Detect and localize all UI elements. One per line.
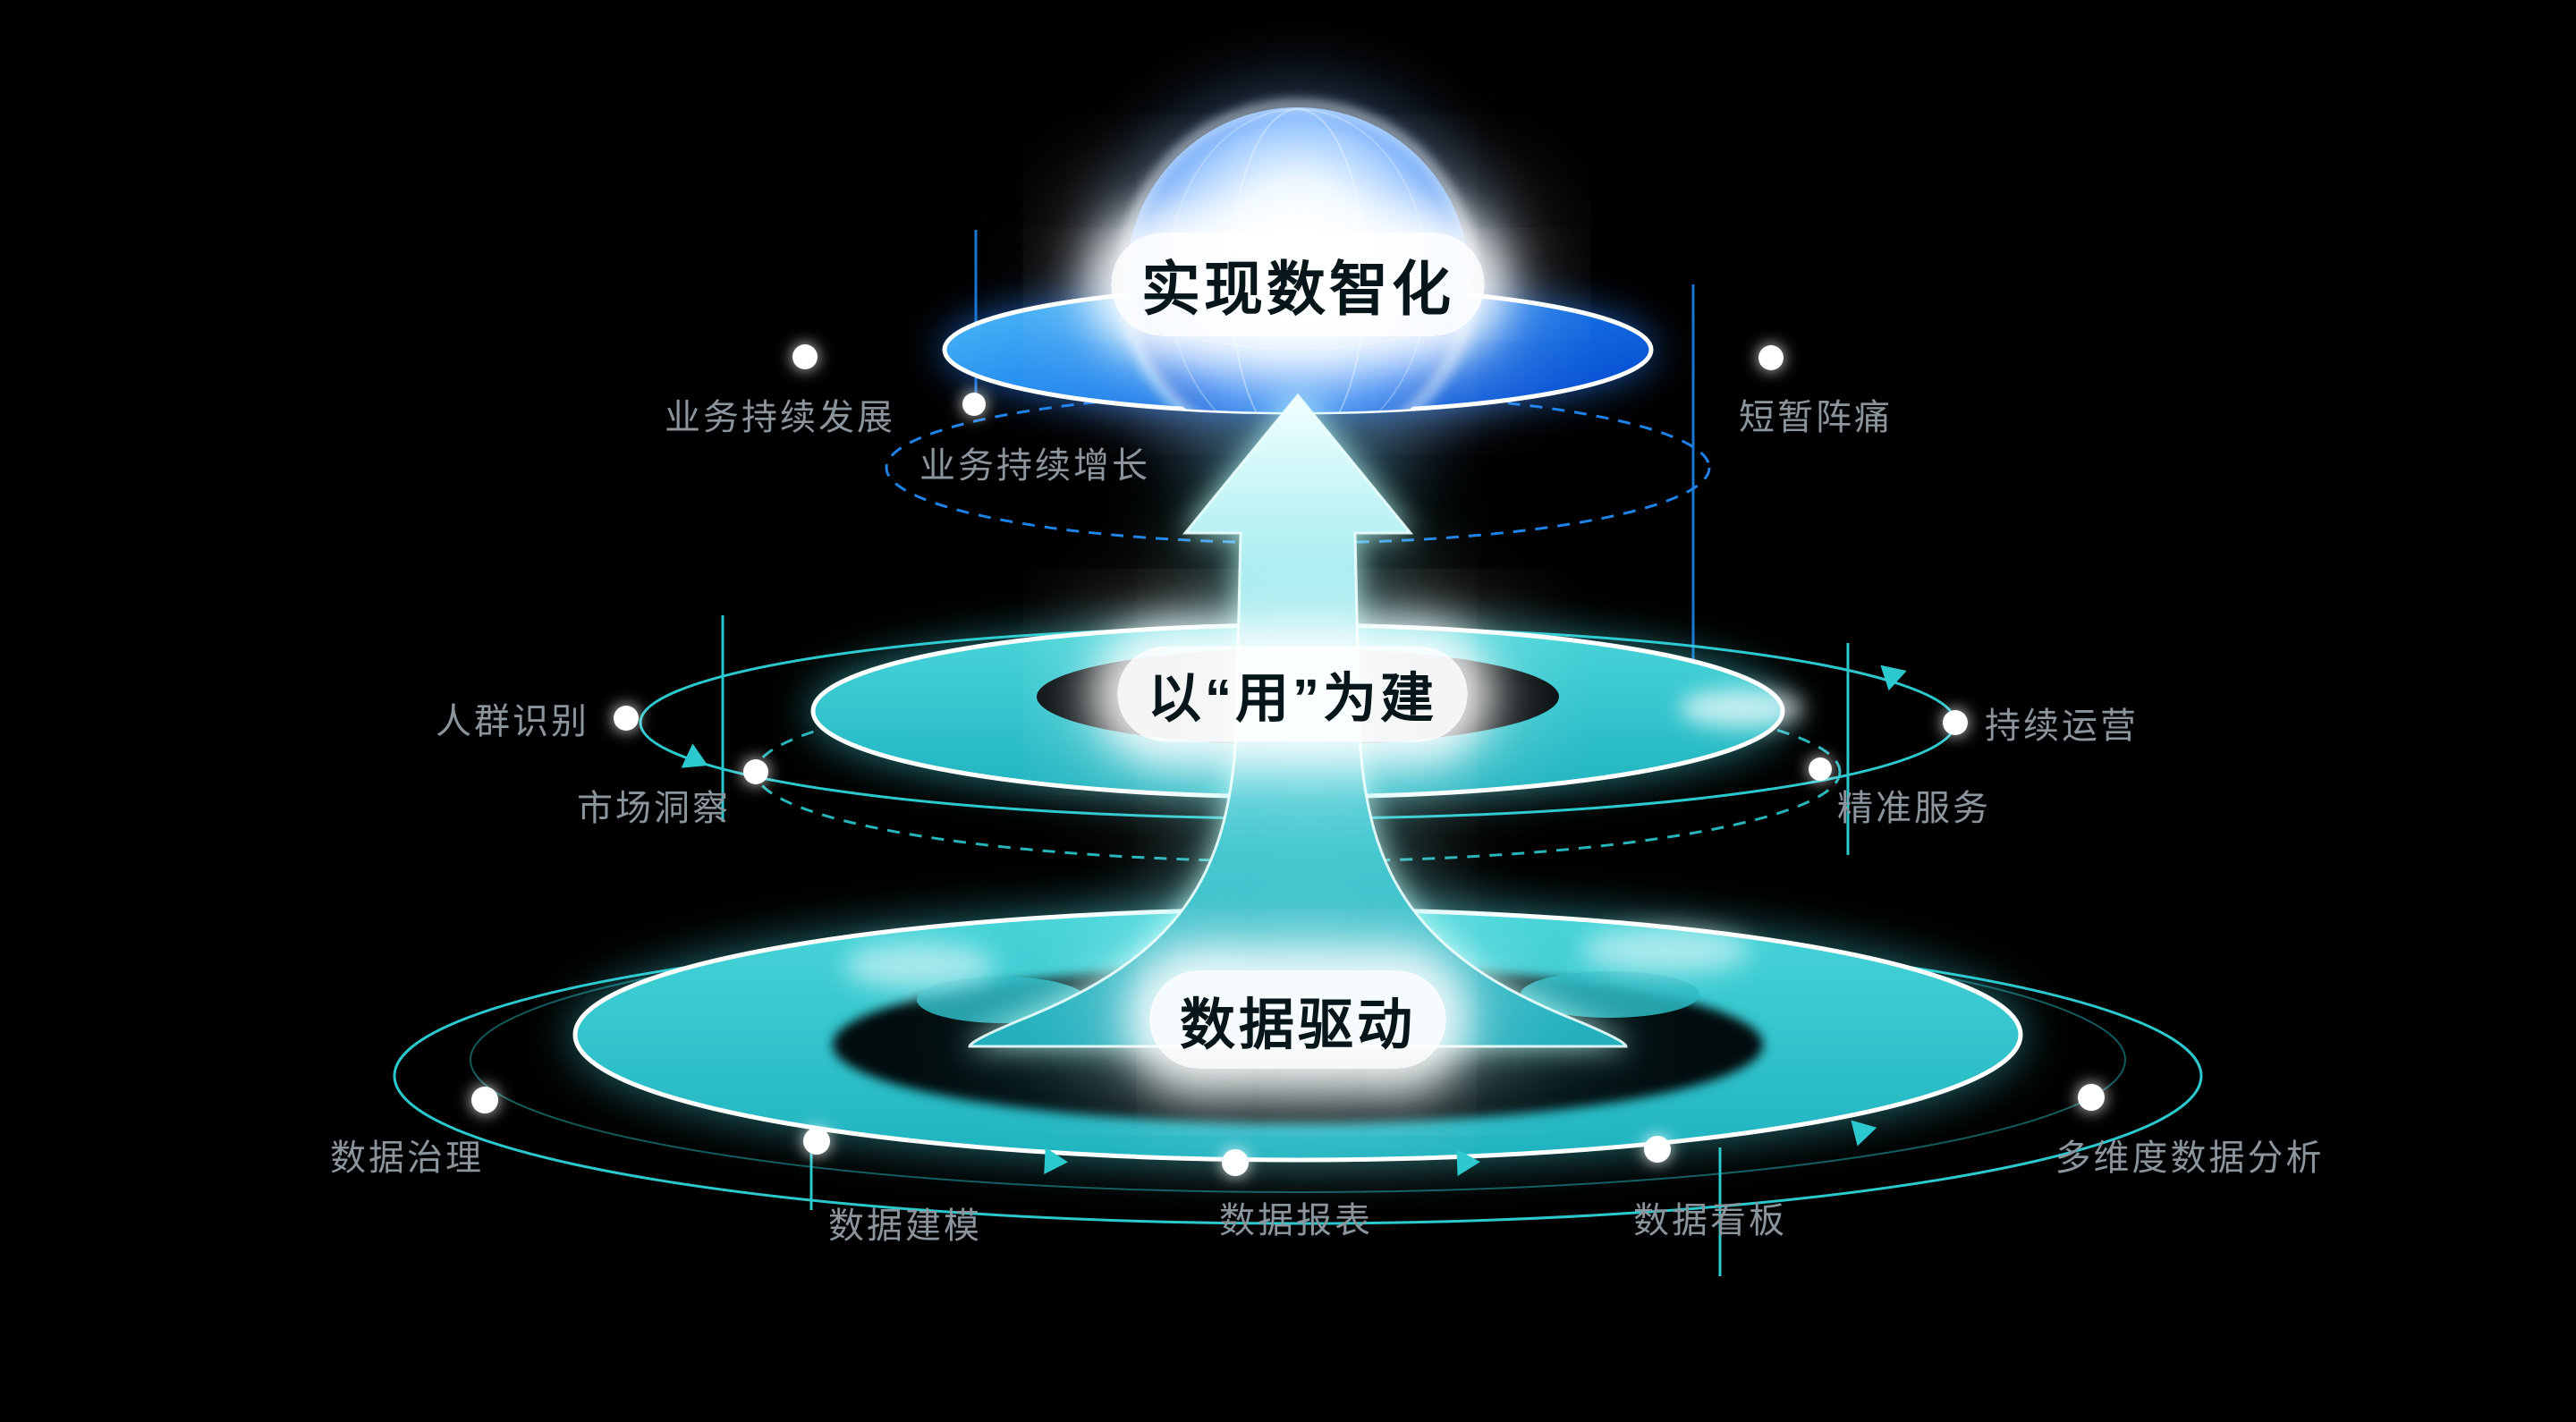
ring-node — [792, 344, 818, 369]
ring-node — [614, 706, 639, 731]
glow-blob — [1580, 927, 1750, 974]
ring-node — [1943, 710, 1968, 735]
ring-node — [743, 759, 768, 784]
ring-node — [803, 1128, 830, 1155]
ring-node — [1644, 1136, 1671, 1163]
ring-node — [2078, 1084, 2105, 1111]
ring-node — [471, 1087, 498, 1113]
bottom-platform — [1521, 971, 1699, 1018]
ring-node — [1809, 758, 1832, 781]
glow-blob — [1679, 689, 1804, 728]
ring-node — [1758, 345, 1784, 370]
orbit-arrowhead — [1851, 1114, 1880, 1147]
ring-node — [1222, 1149, 1249, 1176]
glow-blob — [843, 943, 996, 989]
ring-node — [962, 393, 986, 416]
orbit-arrowhead — [681, 743, 714, 778]
